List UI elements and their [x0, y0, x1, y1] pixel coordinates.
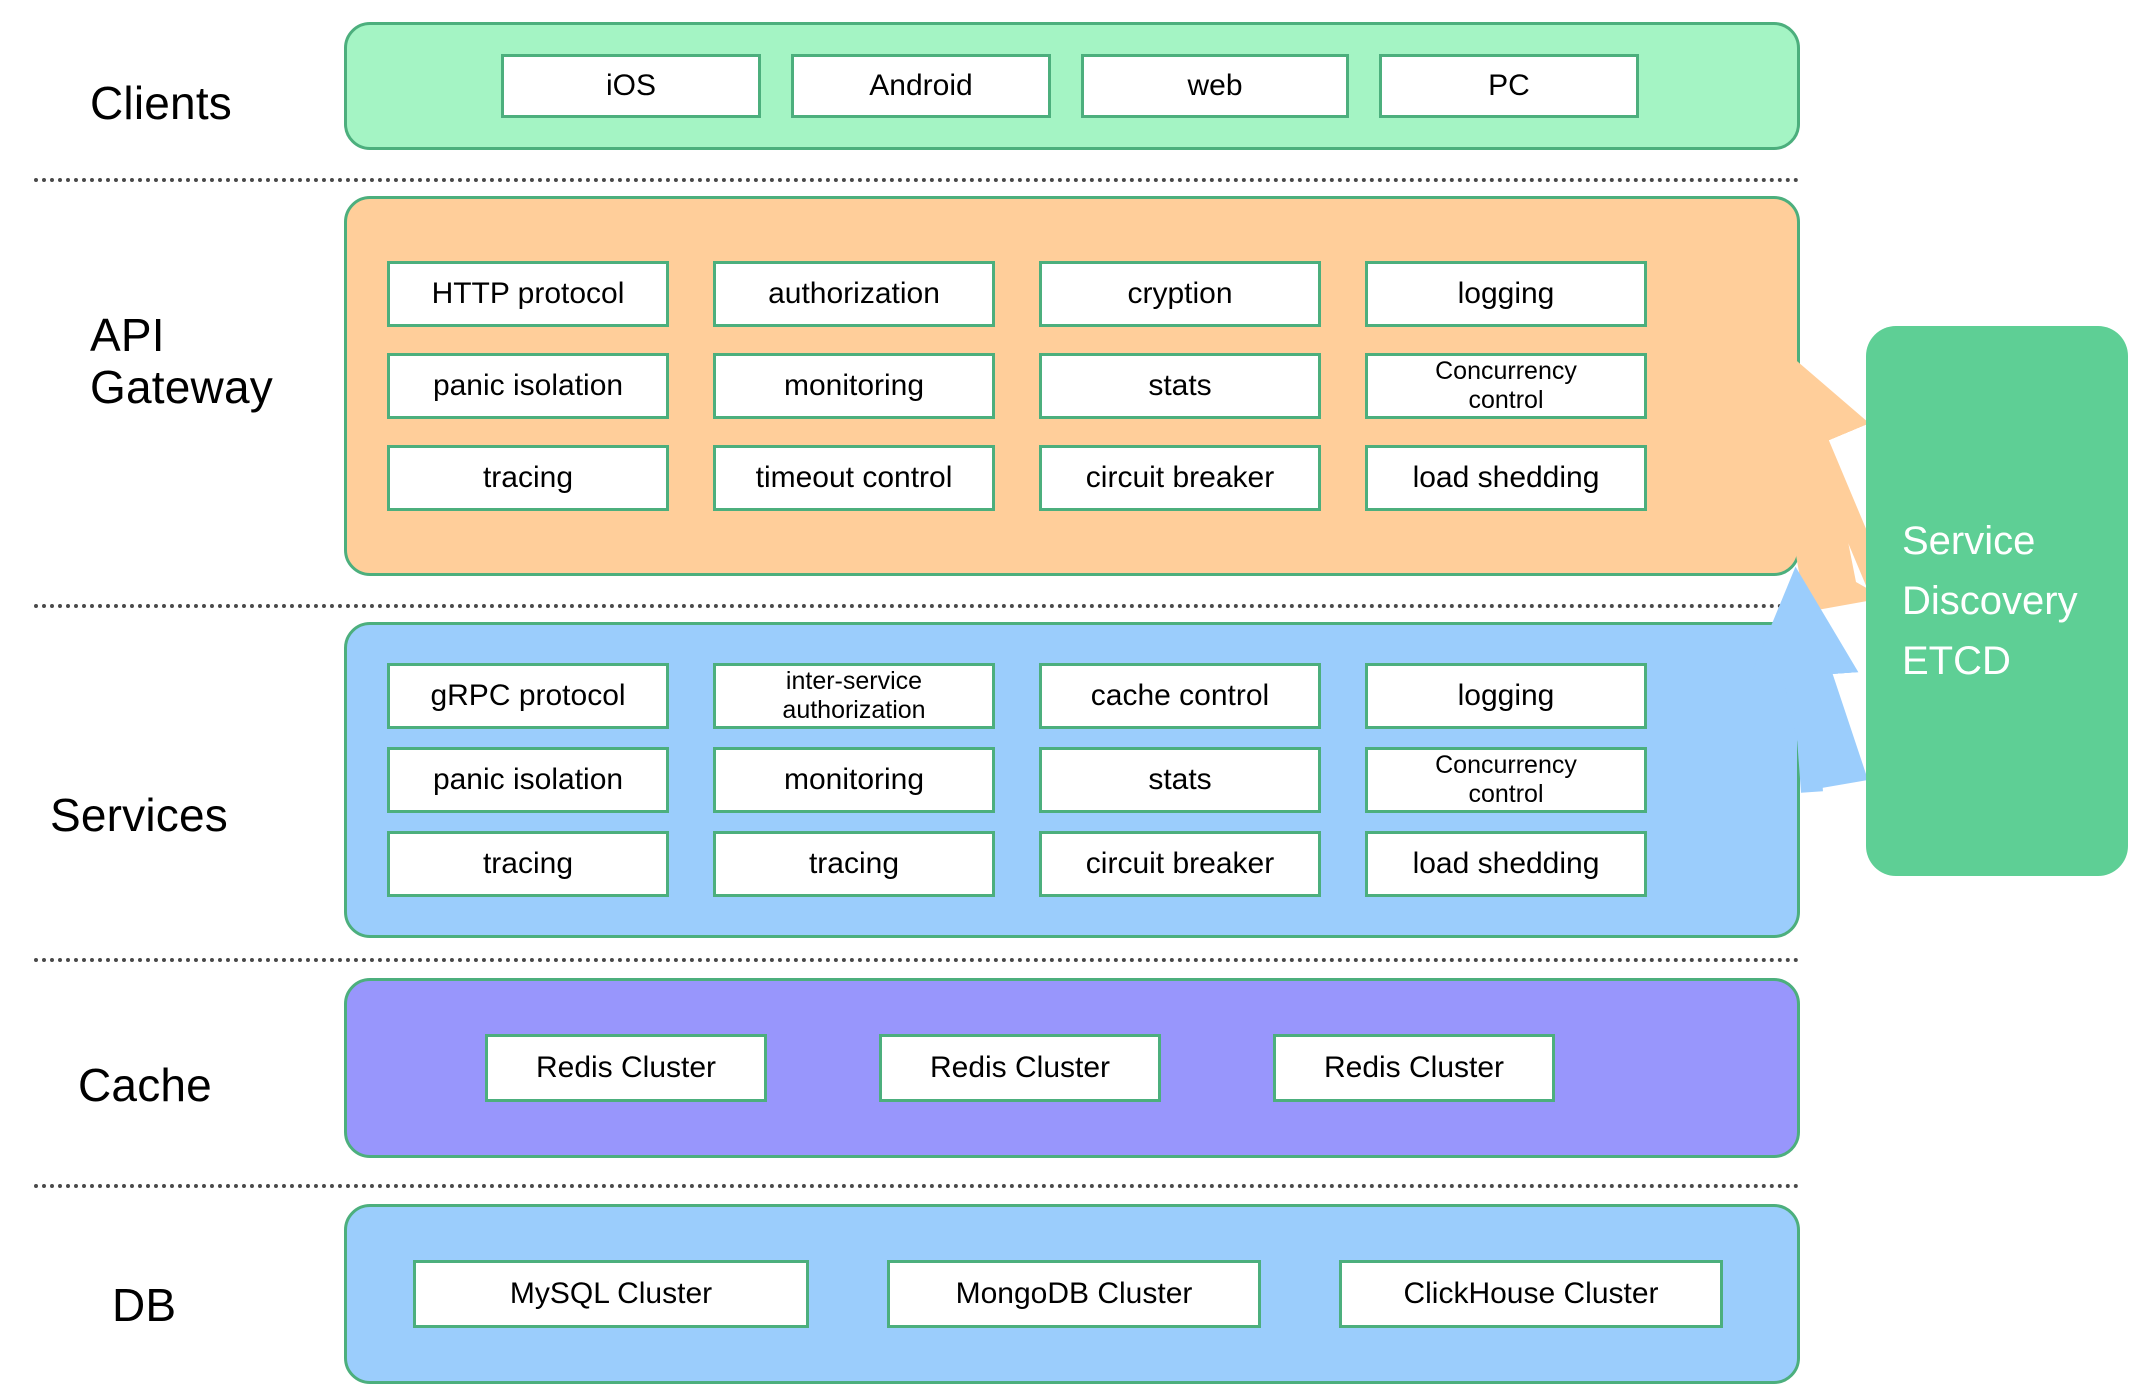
layer-separator	[34, 178, 1800, 182]
layer-row: panic isolation monitoring stats Concurr…	[373, 353, 1771, 419]
layer-separator	[34, 604, 1800, 608]
node-box[interactable]: panic isolation	[387, 353, 669, 419]
node-box[interactable]: monitoring	[713, 747, 995, 813]
layer-label-cache: Cache	[78, 1059, 212, 1111]
node-box[interactable]: Redis Cluster	[879, 1034, 1161, 1102]
node-box[interactable]: Redis Cluster	[1273, 1034, 1555, 1102]
layer-band-db: MySQL Cluster MongoDB Cluster ClickHouse…	[344, 1204, 1800, 1384]
node-box[interactable]: ClickHouse Cluster	[1339, 1260, 1723, 1328]
node-box[interactable]: circuit breaker	[1039, 445, 1321, 511]
layer-band-api-gateway: HTTP protocol authorization cryption log…	[344, 196, 1800, 576]
node-box[interactable]: authorization	[713, 261, 995, 327]
node-box[interactable]: gRPC protocol	[387, 663, 669, 729]
node-box[interactable]: Redis Cluster	[485, 1034, 767, 1102]
node-box[interactable]: tracing	[387, 831, 669, 897]
layer-row: tracing timeout control circuit breaker …	[373, 445, 1771, 511]
node-box[interactable]: Concurrency control	[1365, 747, 1647, 813]
node-box[interactable]: stats	[1039, 353, 1321, 419]
node-box[interactable]: monitoring	[713, 353, 995, 419]
node-box[interactable]: load shedding	[1365, 445, 1647, 511]
node-box[interactable]: logging	[1365, 261, 1647, 327]
node-box[interactable]: tracing	[713, 831, 995, 897]
node-box[interactable]: tracing	[387, 445, 669, 511]
layer-row: panic isolation monitoring stats Concurr…	[373, 747, 1771, 813]
node-box[interactable]: load shedding	[1365, 831, 1647, 897]
node-box[interactable]: iOS	[501, 54, 761, 118]
layer-row: MySQL Cluster MongoDB Cluster ClickHouse…	[373, 1260, 1771, 1328]
layer-label-services: Services	[50, 789, 228, 841]
node-box[interactable]: MySQL Cluster	[413, 1260, 809, 1328]
layer-row: tracing tracing circuit breaker load she…	[373, 831, 1771, 897]
layer-separator	[34, 958, 1800, 962]
node-box[interactable]: web	[1081, 54, 1349, 118]
node-box[interactable]: circuit breaker	[1039, 831, 1321, 897]
layer-separator	[34, 1184, 1800, 1188]
layer-band-cache: Redis Cluster Redis Cluster Redis Cluste…	[344, 978, 1800, 1158]
node-box[interactable]: Android	[791, 54, 1051, 118]
layer-band-services: gRPC protocol inter-service authorizatio…	[344, 622, 1800, 938]
node-box[interactable]: inter-service authorization	[713, 663, 995, 729]
node-box[interactable]: panic isolation	[387, 747, 669, 813]
layer-row: iOS Android web PC	[365, 54, 1779, 118]
arrow-line-services	[1748, 566, 1859, 793]
node-box[interactable]: MongoDB Cluster	[887, 1260, 1261, 1328]
layer-row: Redis Cluster Redis Cluster Redis Cluste…	[373, 1034, 1771, 1102]
layer-band-clients: iOS Android web PC	[344, 22, 1800, 150]
layer-label-clients: Clients	[90, 77, 233, 129]
node-box[interactable]: stats	[1039, 747, 1321, 813]
layer-label-api-gateway: API Gateway	[90, 309, 273, 413]
node-box[interactable]: cryption	[1039, 261, 1321, 327]
service-discovery-label: Service Discovery ETCD	[1902, 519, 2078, 683]
service-discovery-panel[interactable]: Service Discovery ETCD	[1866, 326, 2128, 876]
layer-row: gRPC protocol inter-service authorizatio…	[373, 663, 1771, 729]
node-box[interactable]: cache control	[1039, 663, 1321, 729]
layer-row: HTTP protocol authorization cryption log…	[373, 261, 1771, 327]
node-box[interactable]: timeout control	[713, 445, 995, 511]
layer-label-db: DB	[112, 1279, 177, 1331]
node-box[interactable]: Concurrency control	[1365, 353, 1647, 419]
node-box[interactable]: PC	[1379, 54, 1639, 118]
node-box[interactable]: HTTP protocol	[387, 261, 669, 327]
node-box[interactable]: logging	[1365, 663, 1647, 729]
